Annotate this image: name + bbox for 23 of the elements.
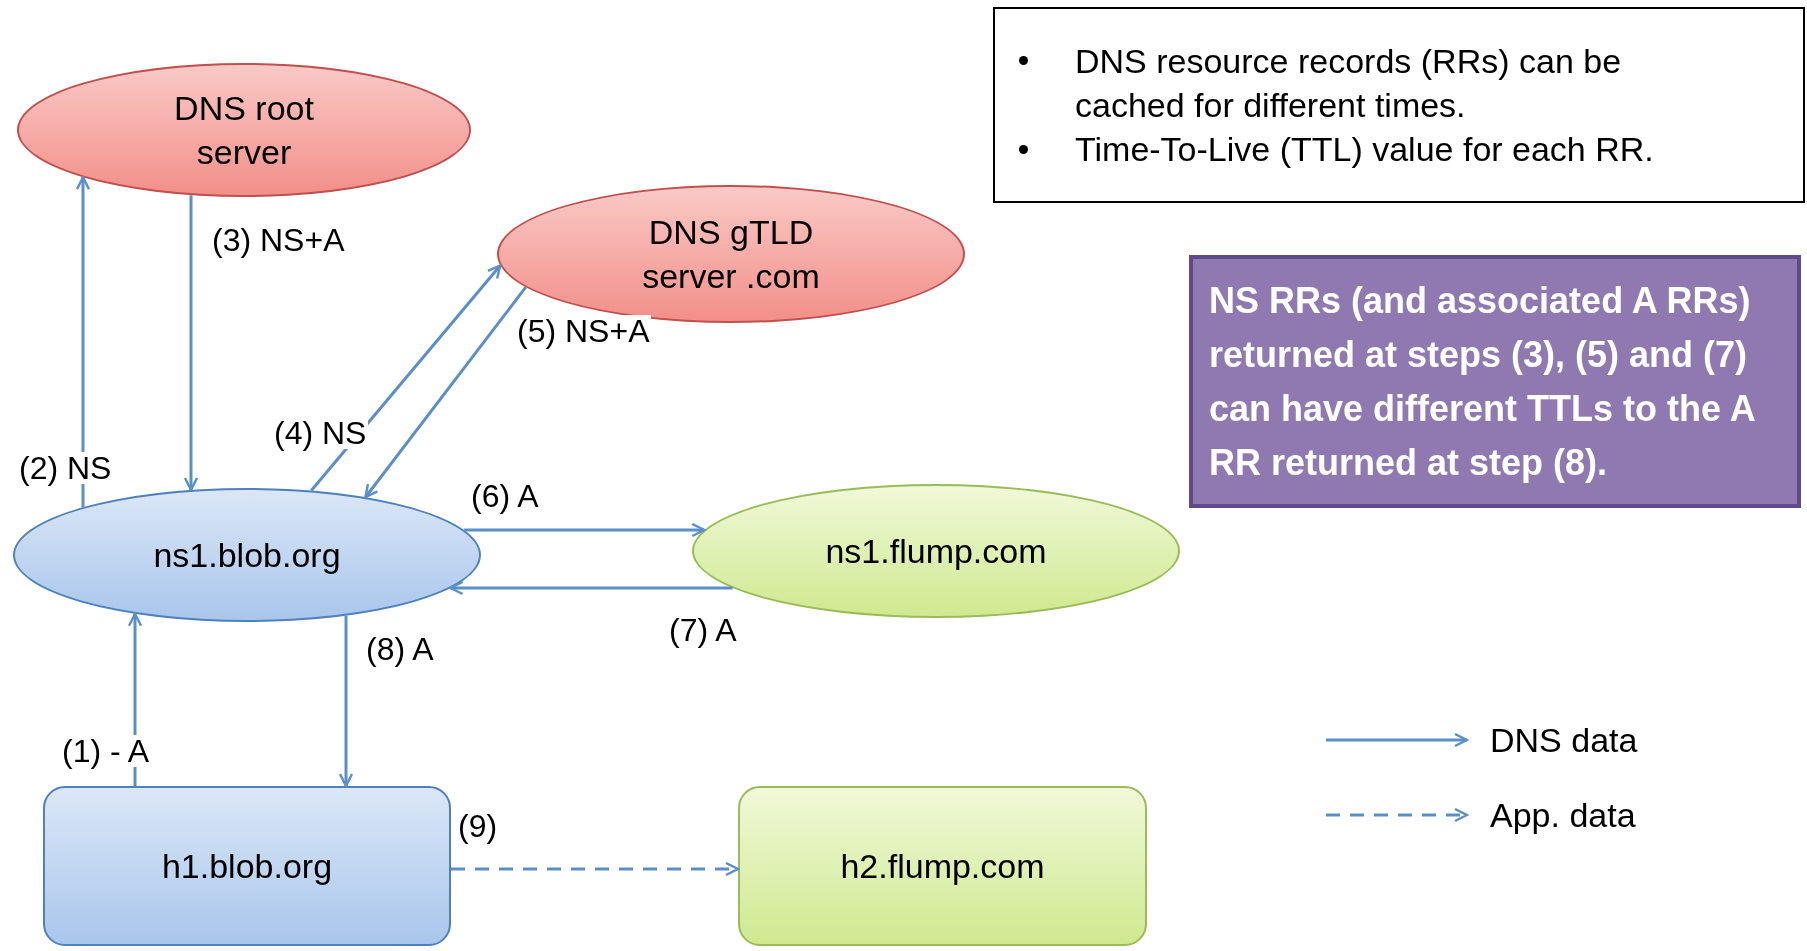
arrow <box>451 861 740 877</box>
host-box <box>43 786 451 946</box>
note-text: Time-To-Live (TTL) value for each RR. <box>1075 129 1654 171</box>
note-text: DNS resource records (RRs) can be cached for different times. <box>1075 40 1623 126</box>
node-label: h1.blob.org <box>161 845 333 887</box>
node-label: ns1.blob.org <box>153 534 341 576</box>
callout-box <box>1189 255 1801 508</box>
arrow <box>75 176 91 508</box>
host-box <box>738 786 1147 946</box>
note-text: NS RRs (and associated A RRs) returned at steps (3), (5) and (7) can have different TTLs to the A RR returned at step (8). <box>1209 278 1756 485</box>
arrow <box>449 580 733 596</box>
arrow <box>464 522 706 538</box>
arrow <box>364 286 527 499</box>
legend-label: App. data <box>1490 798 1636 832</box>
legend-label: DNS data <box>1490 723 1638 757</box>
arrow <box>310 264 502 492</box>
node-label: h2.flump.com <box>840 845 1045 887</box>
node-label: DNS root server <box>173 87 315 173</box>
arrow <box>183 195 199 492</box>
node-label: DNS gTLD server .com <box>641 211 821 297</box>
arrow <box>338 615 354 788</box>
node-label: ns1.flump.com <box>825 530 1047 572</box>
note-box <box>993 7 1805 203</box>
